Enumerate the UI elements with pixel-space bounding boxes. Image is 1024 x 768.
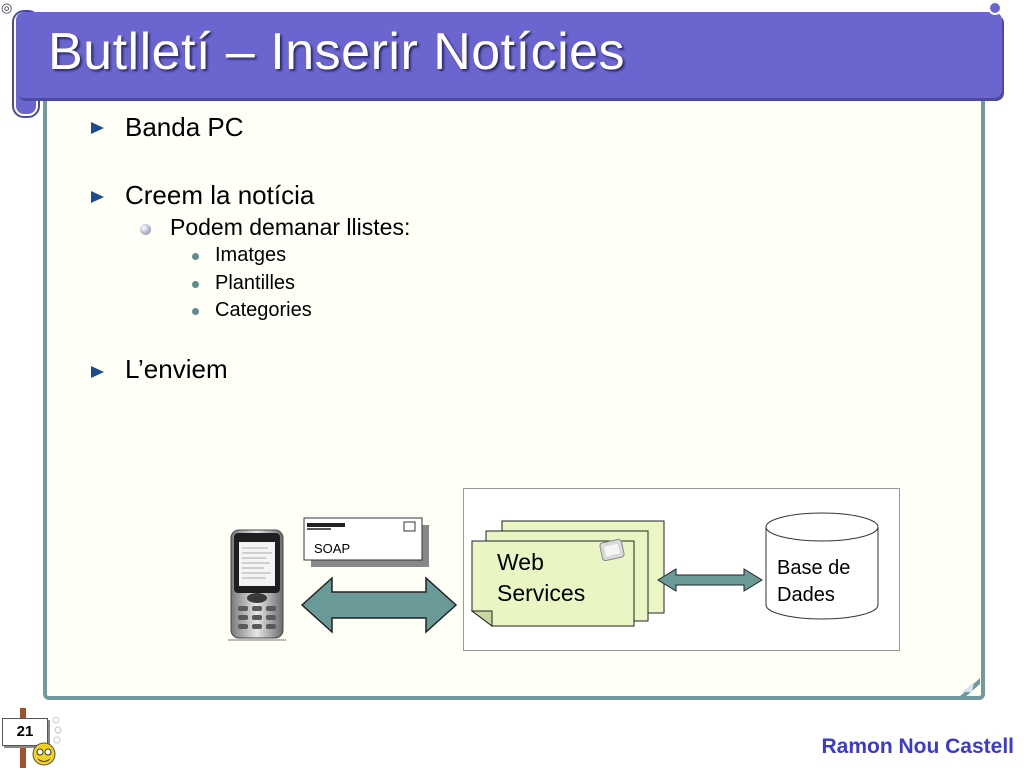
- bullet-arrow-icon: [91, 191, 104, 203]
- sub-sub-bullet-dot-icon: [192, 281, 199, 288]
- database-label-line1: Base de: [777, 557, 851, 579]
- page-number: 21: [2, 718, 48, 746]
- sub-sub-bullet-dot-icon: [192, 253, 199, 260]
- double-arrow-ws-db: [657, 568, 763, 592]
- web-services-label-line1: Web: [497, 549, 544, 575]
- list-item-plantilles: Plantilles: [215, 272, 296, 294]
- title-bar: [16, 12, 1002, 98]
- bullet-banda-pc: Banda PC: [125, 112, 244, 142]
- list-item-categories: Categories: [215, 299, 312, 321]
- sub-sub-bullet-dot-icon: [192, 308, 199, 315]
- soap-label: SOAP: [314, 541, 351, 556]
- slide-title: Butlletí – Inserir Notícies: [48, 23, 626, 81]
- bullet-arrow-icon: [91, 366, 104, 378]
- mascot-icon: [32, 716, 62, 766]
- bullet-creem-noticia: Creem la notícia: [125, 180, 315, 210]
- database-label-line2: Dades: [777, 584, 835, 606]
- soap-envelope-icon: [303, 517, 429, 567]
- page-curl-icon: [958, 678, 980, 698]
- scroll-curl-icon: [988, 1, 1002, 15]
- sub-bullet-ball-icon: [140, 224, 151, 235]
- bullet-arrow-icon: [91, 122, 104, 134]
- bullet-enviem: L’enviem: [125, 354, 228, 384]
- mobile-phone-icon: [228, 529, 286, 641]
- author-name: Ramon Nou Castell: [821, 735, 1014, 758]
- web-services-label-line2: Services: [497, 580, 586, 606]
- list-item-imatges: Imatges: [215, 244, 287, 266]
- database-cylinder-icon: [765, 512, 879, 620]
- double-arrow-phone-ws: [300, 576, 458, 634]
- ring-icon-top-left: ◎: [1, 0, 13, 15]
- web-services-stack: [470, 520, 665, 627]
- sub-bullet-demanar-llistes: Podem demanar llistes:: [170, 214, 411, 240]
